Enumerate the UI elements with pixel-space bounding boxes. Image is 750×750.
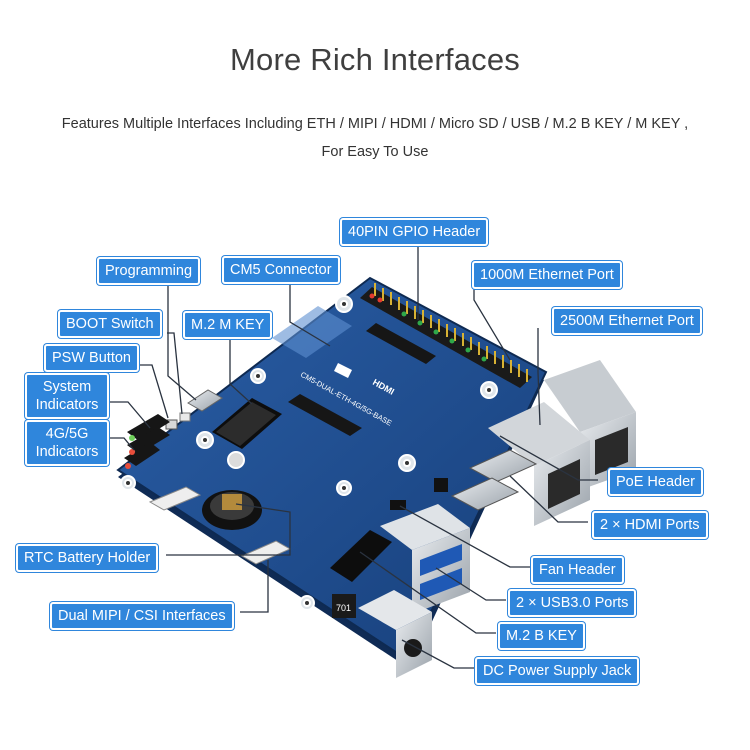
mipi-csi-connectors xyxy=(148,486,292,565)
callout-cellular-indicators: 4G/5G Indicators xyxy=(25,420,109,466)
callout-eth-2500m: 2500M Ethernet Port xyxy=(552,307,702,335)
m2-b-key-slot xyxy=(330,530,392,582)
indicator-leds xyxy=(124,414,170,469)
page-subtitle: Features Multiple Interfaces Including E… xyxy=(61,116,689,132)
callout-system-indicators-l2: Indicators xyxy=(35,397,99,413)
callout-poe-header: PoE Header xyxy=(608,468,703,496)
callout-cm5-connector: CM5 Connector xyxy=(222,256,340,284)
callout-boot-switch: BOOT Switch xyxy=(58,310,162,338)
callout-cellular-indicators-l1: 4G/5G xyxy=(45,426,89,442)
callout-dc-jack: DC Power Supply Jack xyxy=(475,657,640,685)
programming-port xyxy=(187,389,223,412)
hdmi-ports-part xyxy=(450,449,538,511)
poe-header-part xyxy=(434,478,448,492)
callout-psw-button: PSW Button xyxy=(44,344,139,372)
fan-header-part xyxy=(390,500,406,510)
leader-lines xyxy=(110,242,598,669)
gpio-header-pins xyxy=(360,283,532,388)
rtc-battery-holder xyxy=(202,451,262,530)
callout-gpio-header: 40PIN GPIO Header xyxy=(340,218,489,246)
ethernet-1000m xyxy=(488,402,590,526)
callout-cellular-indicators-l2: Indicators xyxy=(35,444,99,460)
callout-rtc-battery: RTC Battery Holder xyxy=(16,544,159,572)
callout-mipi-csi: Dual MIPI / CSI Interfaces xyxy=(50,602,234,630)
callout-hdmi-ports: 2 × HDMI Ports xyxy=(592,511,708,539)
cm5-connector-socket xyxy=(288,323,436,436)
callout-programming: Programming xyxy=(97,257,201,285)
callout-fan-header: Fan Header xyxy=(531,556,624,584)
mounting-holes xyxy=(120,295,498,611)
psw-button-part xyxy=(165,419,178,430)
board-silkscreen-part: 701 xyxy=(336,603,351,613)
boot-switch-part xyxy=(179,412,191,422)
m2-m-key-slot xyxy=(212,398,282,449)
callout-m2-m-key: M.2 M KEY xyxy=(183,311,273,339)
callout-m2-b-key: M.2 B KEY xyxy=(498,622,585,650)
callout-system-indicators: System Indicators xyxy=(25,373,109,419)
callout-eth-1000m: 1000M Ethernet Port xyxy=(472,261,622,289)
page-title: More Rich Interfaces xyxy=(230,42,520,77)
page-subtitle-line2: For Easy To Use xyxy=(321,144,429,160)
callout-usb3-ports: 2 × USB3.0 Ports xyxy=(508,589,637,617)
callout-system-indicators-l1: System xyxy=(42,379,92,395)
